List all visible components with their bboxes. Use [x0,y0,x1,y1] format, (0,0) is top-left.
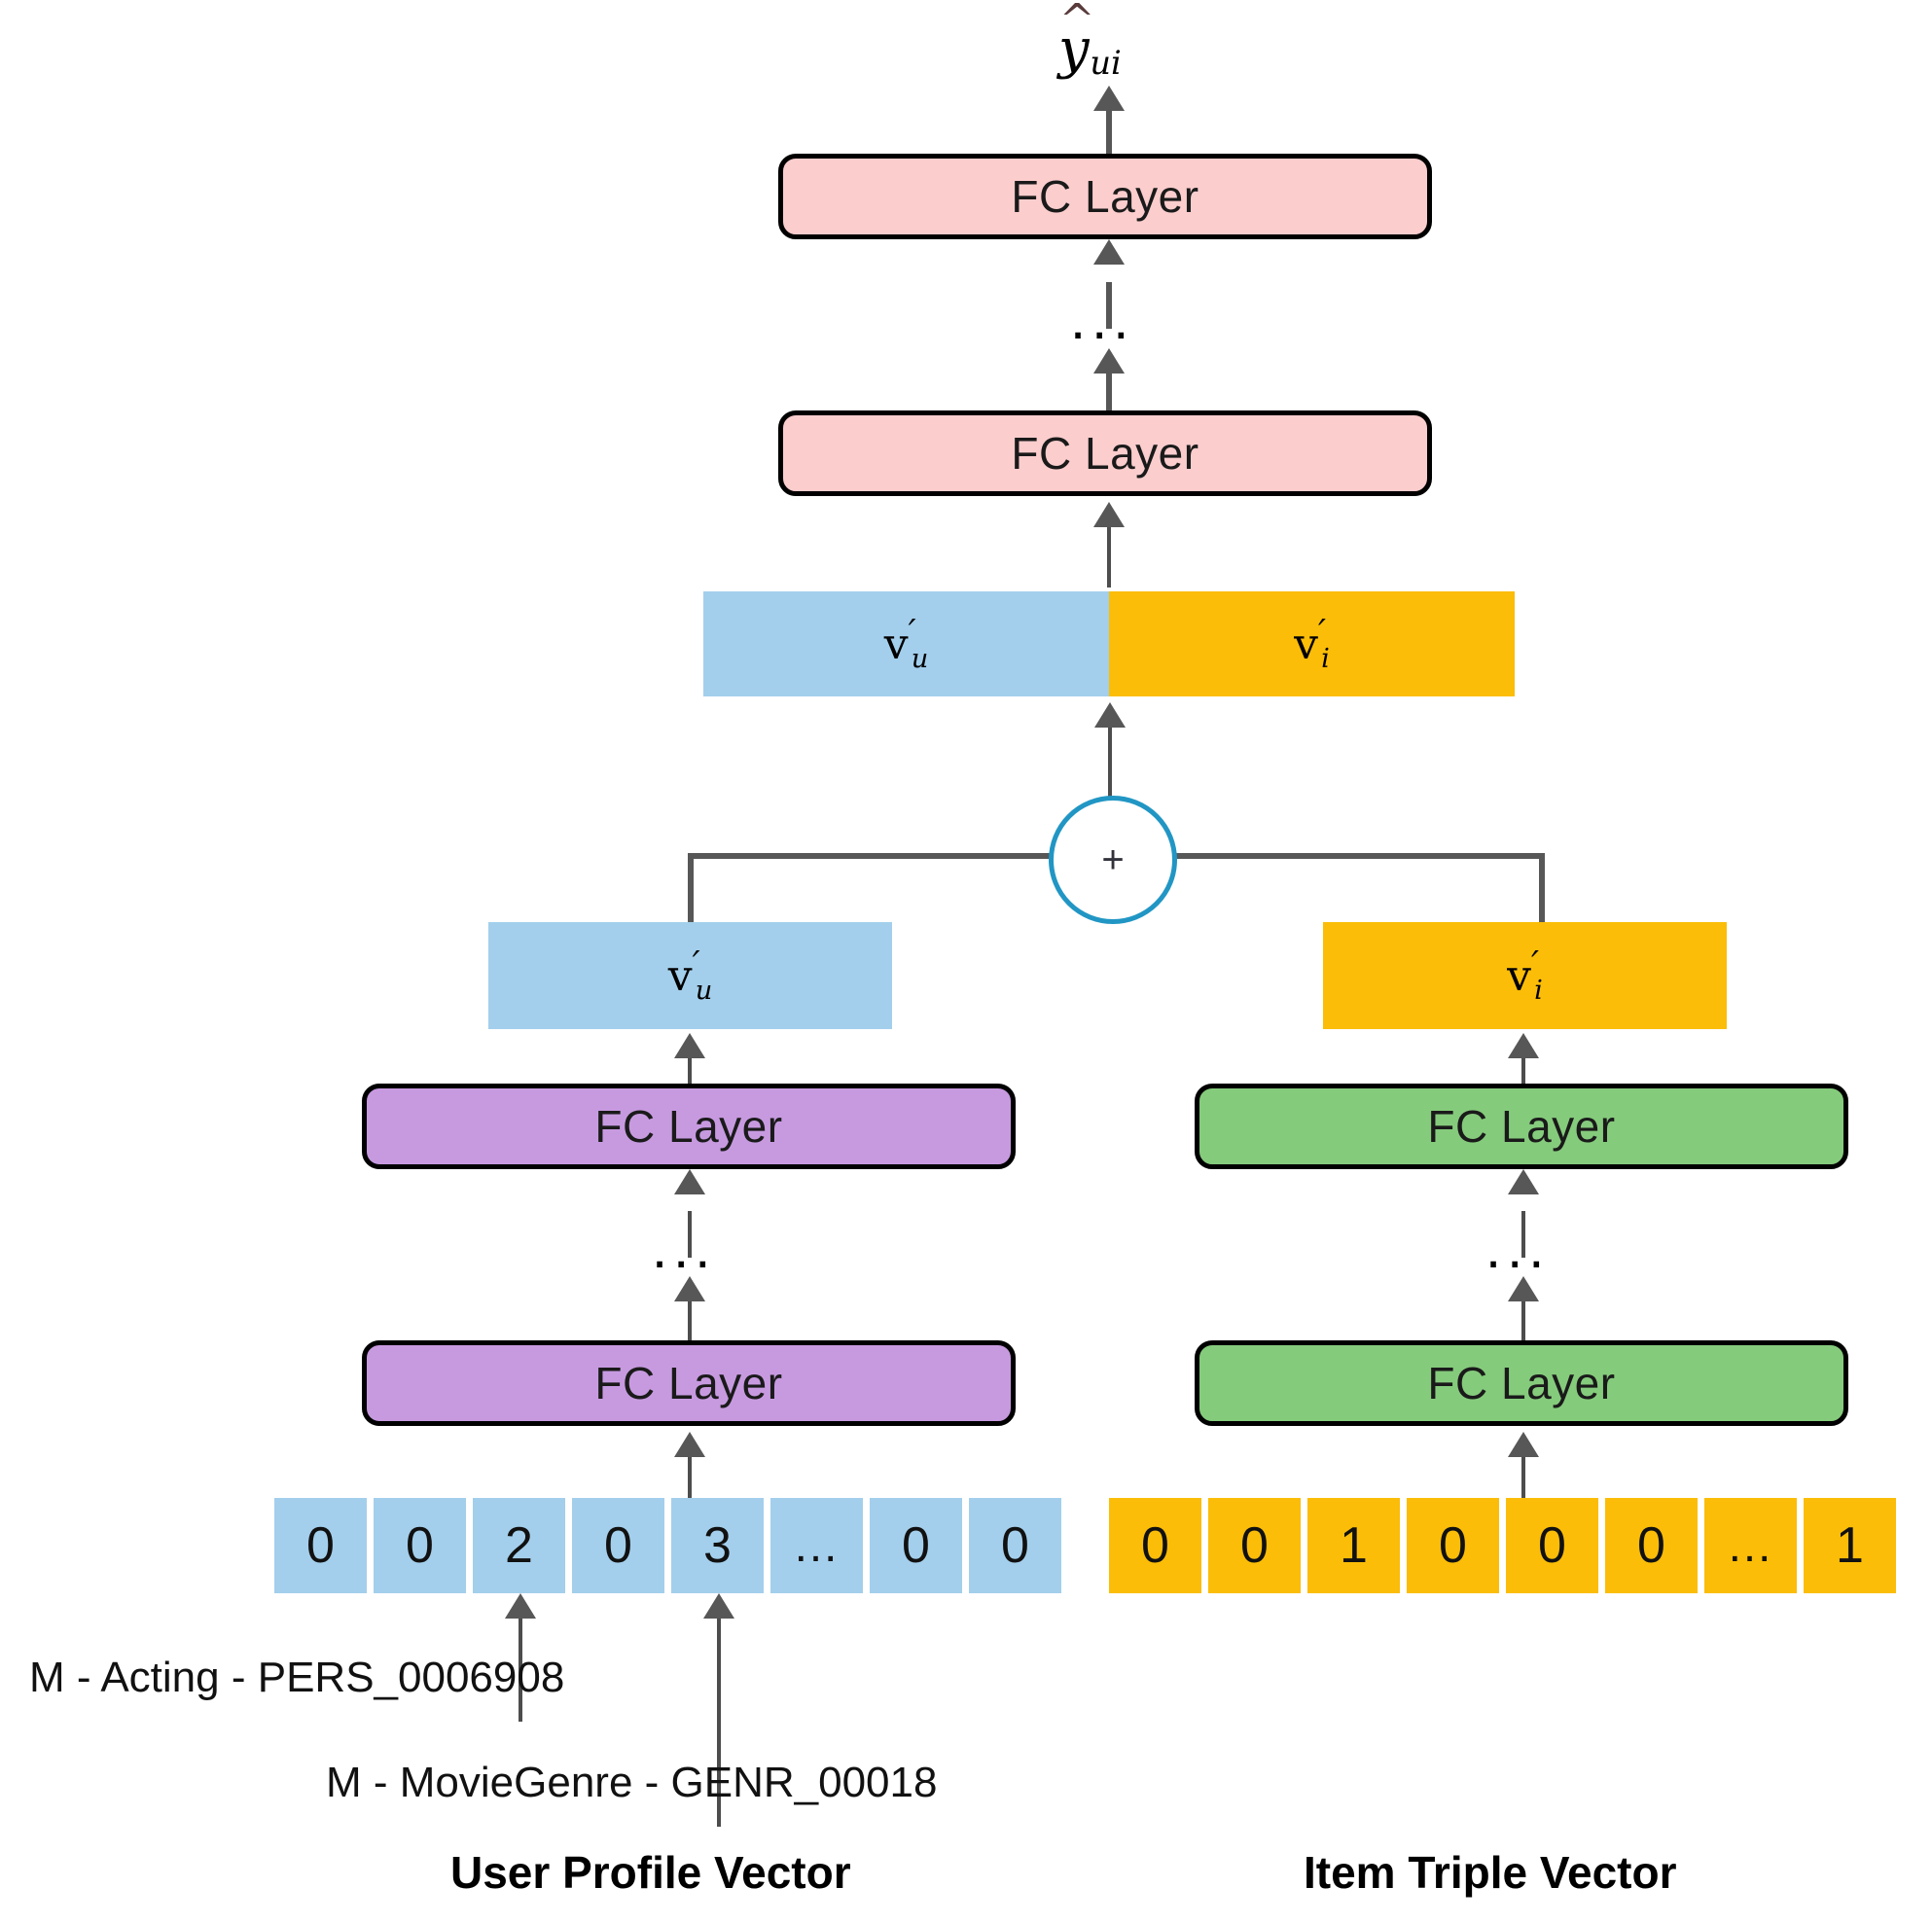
caption-item-triple-vector: Item Triple Vector [1304,1847,1677,1898]
arrow-head-user-up [674,1033,705,1058]
user-vector-cell: 0 [969,1498,1061,1593]
arrow-head-item-mid [1508,1169,1539,1194]
arrow-shaft-user-low [688,1297,692,1341]
fc-layer-top-lower[interactable]: FC Layer [778,410,1432,496]
annotation-arrow-shaft-genre [717,1615,721,1827]
connector-left-horizontal [688,853,1053,859]
user-vector-cell: 0 [572,1498,664,1593]
user-branch-label: v′u [667,944,713,1006]
annotation-arrow-shaft-acting [519,1615,522,1722]
item-vector-cell: 1 [1804,1498,1896,1593]
arrow-shaft-item-up [1521,1055,1525,1096]
annotation-arrow-head-acting [505,1593,536,1619]
output-prediction-symbol: yui [1058,18,1122,82]
arrow-head-item-up [1508,1033,1539,1058]
user-vector-cell: 3 [671,1498,764,1593]
arrow-head-plus-up [1094,702,1126,728]
y-hat-base: y [1058,18,1090,81]
user-vector-cell: 0 [870,1498,962,1593]
fc-layer-item-upper[interactable]: FC Layer [1195,1084,1848,1169]
user-vector-cell: 2 [473,1498,565,1593]
concat-user-embedding: v′u [703,591,1109,696]
annotation-acting: M - Acting - PERS_0006908 [29,1654,565,1701]
item-vector-cell: 0 [1208,1498,1301,1593]
fc-layer-user-lower[interactable]: FC Layer [362,1340,1016,1426]
arrow-shaft-out [1106,105,1112,161]
ellipsis-item-stack: ... [1485,1217,1551,1280]
concat-item-embedding: v′i [1109,591,1515,696]
user-branch-embedding: v′u [488,922,892,1029]
arrow-head-pink-mid [1093,239,1125,265]
annotation-movie-genre: M - MovieGenre - GENR_00018 [326,1759,938,1806]
arrow-head-user-mid [674,1169,705,1194]
ellipsis-top-stack: ... [1070,288,1135,351]
fc-layer-top-upper[interactable]: FC Layer [778,154,1432,239]
arrow-shaft-itemvec-up [1521,1455,1525,1500]
item-vector-cell: 0 [1506,1498,1598,1593]
arrow-shaft-pink-low [1106,368,1112,414]
concat-plus-node[interactable]: + [1049,796,1177,924]
arrow-head-user-low [674,1276,705,1301]
item-branch-embedding: v′i [1323,922,1727,1029]
y-hat-subscript: ui [1090,44,1122,83]
item-vector-cell: … [1704,1498,1797,1593]
arrow-head-concat [1093,502,1125,527]
connector-left-vertical [688,853,694,928]
fc-layer-item-lower[interactable]: FC Layer [1195,1340,1848,1426]
item-vector-cell: 0 [1109,1498,1201,1593]
concat-user-label: v′u [883,612,929,674]
arrow-head-pink-low [1093,348,1125,374]
arrow-shaft-concat [1107,523,1111,588]
arrow-shaft-user-mid [688,1211,692,1258]
arrow-shaft-plus-up [1108,725,1112,798]
arrow-head-uservec-up [674,1432,705,1457]
item-vector-cell: 0 [1605,1498,1698,1593]
user-vector-cell: 0 [274,1498,367,1593]
arrow-shaft-user-up [688,1055,692,1096]
annotation-arrow-head-genre [703,1593,734,1619]
arrow-shaft-item-low [1521,1297,1525,1341]
user-vector-cell: … [770,1498,863,1593]
fc-layer-user-upper[interactable]: FC Layer [362,1084,1016,1169]
item-vector-cell: 1 [1307,1498,1400,1593]
arrow-shaft-uservec-up [688,1455,692,1500]
arrow-head-item-low [1508,1276,1539,1301]
user-vector-cell: 0 [374,1498,466,1593]
caption-user-profile-vector: User Profile Vector [450,1847,851,1898]
arrow-head-itemvec-up [1508,1432,1539,1457]
connector-right-vertical [1539,853,1545,928]
arrow-shaft-pink-mid [1106,282,1112,329]
ellipsis-user-stack: ... [652,1217,717,1280]
item-branch-label: v′i [1507,944,1543,1006]
item-vector-cell: 0 [1407,1498,1499,1593]
arrow-head-out [1093,86,1125,111]
concat-item-label: v′i [1294,612,1330,674]
arrow-shaft-item-mid [1521,1211,1525,1258]
connector-right-horizontal [1163,853,1545,859]
